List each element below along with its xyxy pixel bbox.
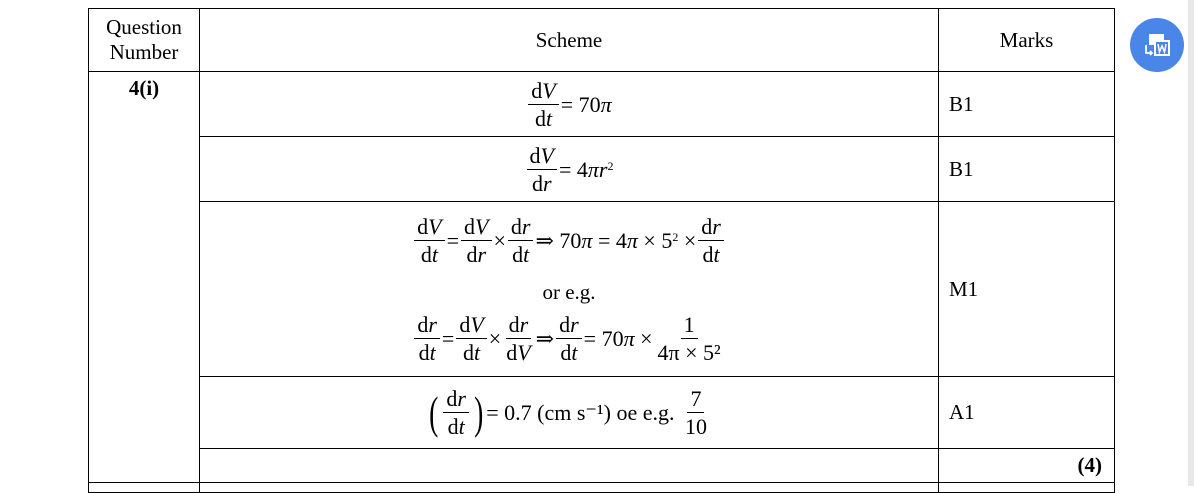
mark: M1 (938, 201, 1115, 377)
header-question-number: Question Number (88, 8, 200, 72)
question-number: 4(i) (88, 71, 200, 483)
header-scheme: Scheme (199, 8, 939, 72)
operator: = 70 (583, 325, 624, 351)
fraction-part: dV (529, 142, 554, 168)
fraction-part: dt (560, 339, 578, 365)
operator: × 5 (637, 227, 673, 253)
fraction-part: 1 (683, 311, 695, 337)
fraction-part: dr (510, 213, 531, 239)
fraction-part: dr (417, 311, 437, 337)
variable: π (623, 325, 635, 351)
total-row: (4) (89, 448, 1115, 483)
fraction-part: dV (531, 77, 556, 103)
fraction-part: dt (420, 241, 438, 267)
header-row: Question Number Scheme Marks (88, 8, 1115, 72)
total-marks: (4) (938, 448, 1115, 483)
fraction-part: dV (459, 311, 484, 337)
or-text: or e.g. (542, 279, 596, 304)
fraction-part: 10 (684, 413, 707, 439)
fraction-part: dt (534, 105, 553, 131)
variable: π (600, 91, 612, 117)
mark: B1 (938, 136, 1115, 202)
operator: = (441, 325, 455, 351)
mark: B1 (938, 71, 1115, 137)
mark: A1 (938, 376, 1115, 449)
operator: = 4 (592, 227, 627, 253)
fraction-part: dt (462, 339, 481, 365)
fraction-part: dt (418, 339, 436, 365)
translate-document-icon (1145, 34, 1170, 56)
operator: × (634, 325, 653, 351)
fraction-part: dr (701, 213, 721, 239)
operator: = 70 (560, 91, 601, 117)
parenthesis: ) (473, 386, 484, 438)
fraction-part: dr (559, 311, 579, 337)
translate-button[interactable] (1130, 18, 1184, 72)
operator: = (446, 227, 460, 253)
parenthesis: ( (429, 386, 439, 438)
variable: π (581, 227, 593, 253)
fraction-part: dt (702, 241, 720, 267)
fraction-part: dt (512, 241, 530, 267)
fraction-part: dr (508, 311, 529, 337)
exponent: 2 (672, 229, 679, 244)
fraction-part: dV (464, 213, 489, 239)
header-marks: Marks (938, 8, 1115, 72)
fraction-part: dr (446, 385, 466, 411)
exponent: 2 (607, 158, 614, 173)
fraction-part: dV (506, 339, 531, 365)
operator: × (493, 227, 506, 253)
variable: π (626, 227, 638, 253)
operator: × (678, 227, 697, 253)
fraction-part: dr (531, 170, 552, 196)
operator: = 0.7 (cm s⁻¹) oe e.g. (486, 399, 680, 425)
operator: ⇒ (535, 325, 555, 351)
operator: = 4 (558, 156, 588, 182)
fraction-part: dr (466, 241, 487, 267)
variable: πr (587, 156, 608, 182)
operator: × (488, 325, 502, 351)
scrollbar-track[interactable] (1188, 0, 1194, 486)
fraction-part: dt (447, 413, 465, 439)
fraction-part: 7 (690, 385, 702, 411)
fraction-part: dV (417, 213, 442, 239)
fraction-part: 4π × 5² (657, 339, 721, 365)
operator: ⇒ 70 (535, 227, 582, 253)
